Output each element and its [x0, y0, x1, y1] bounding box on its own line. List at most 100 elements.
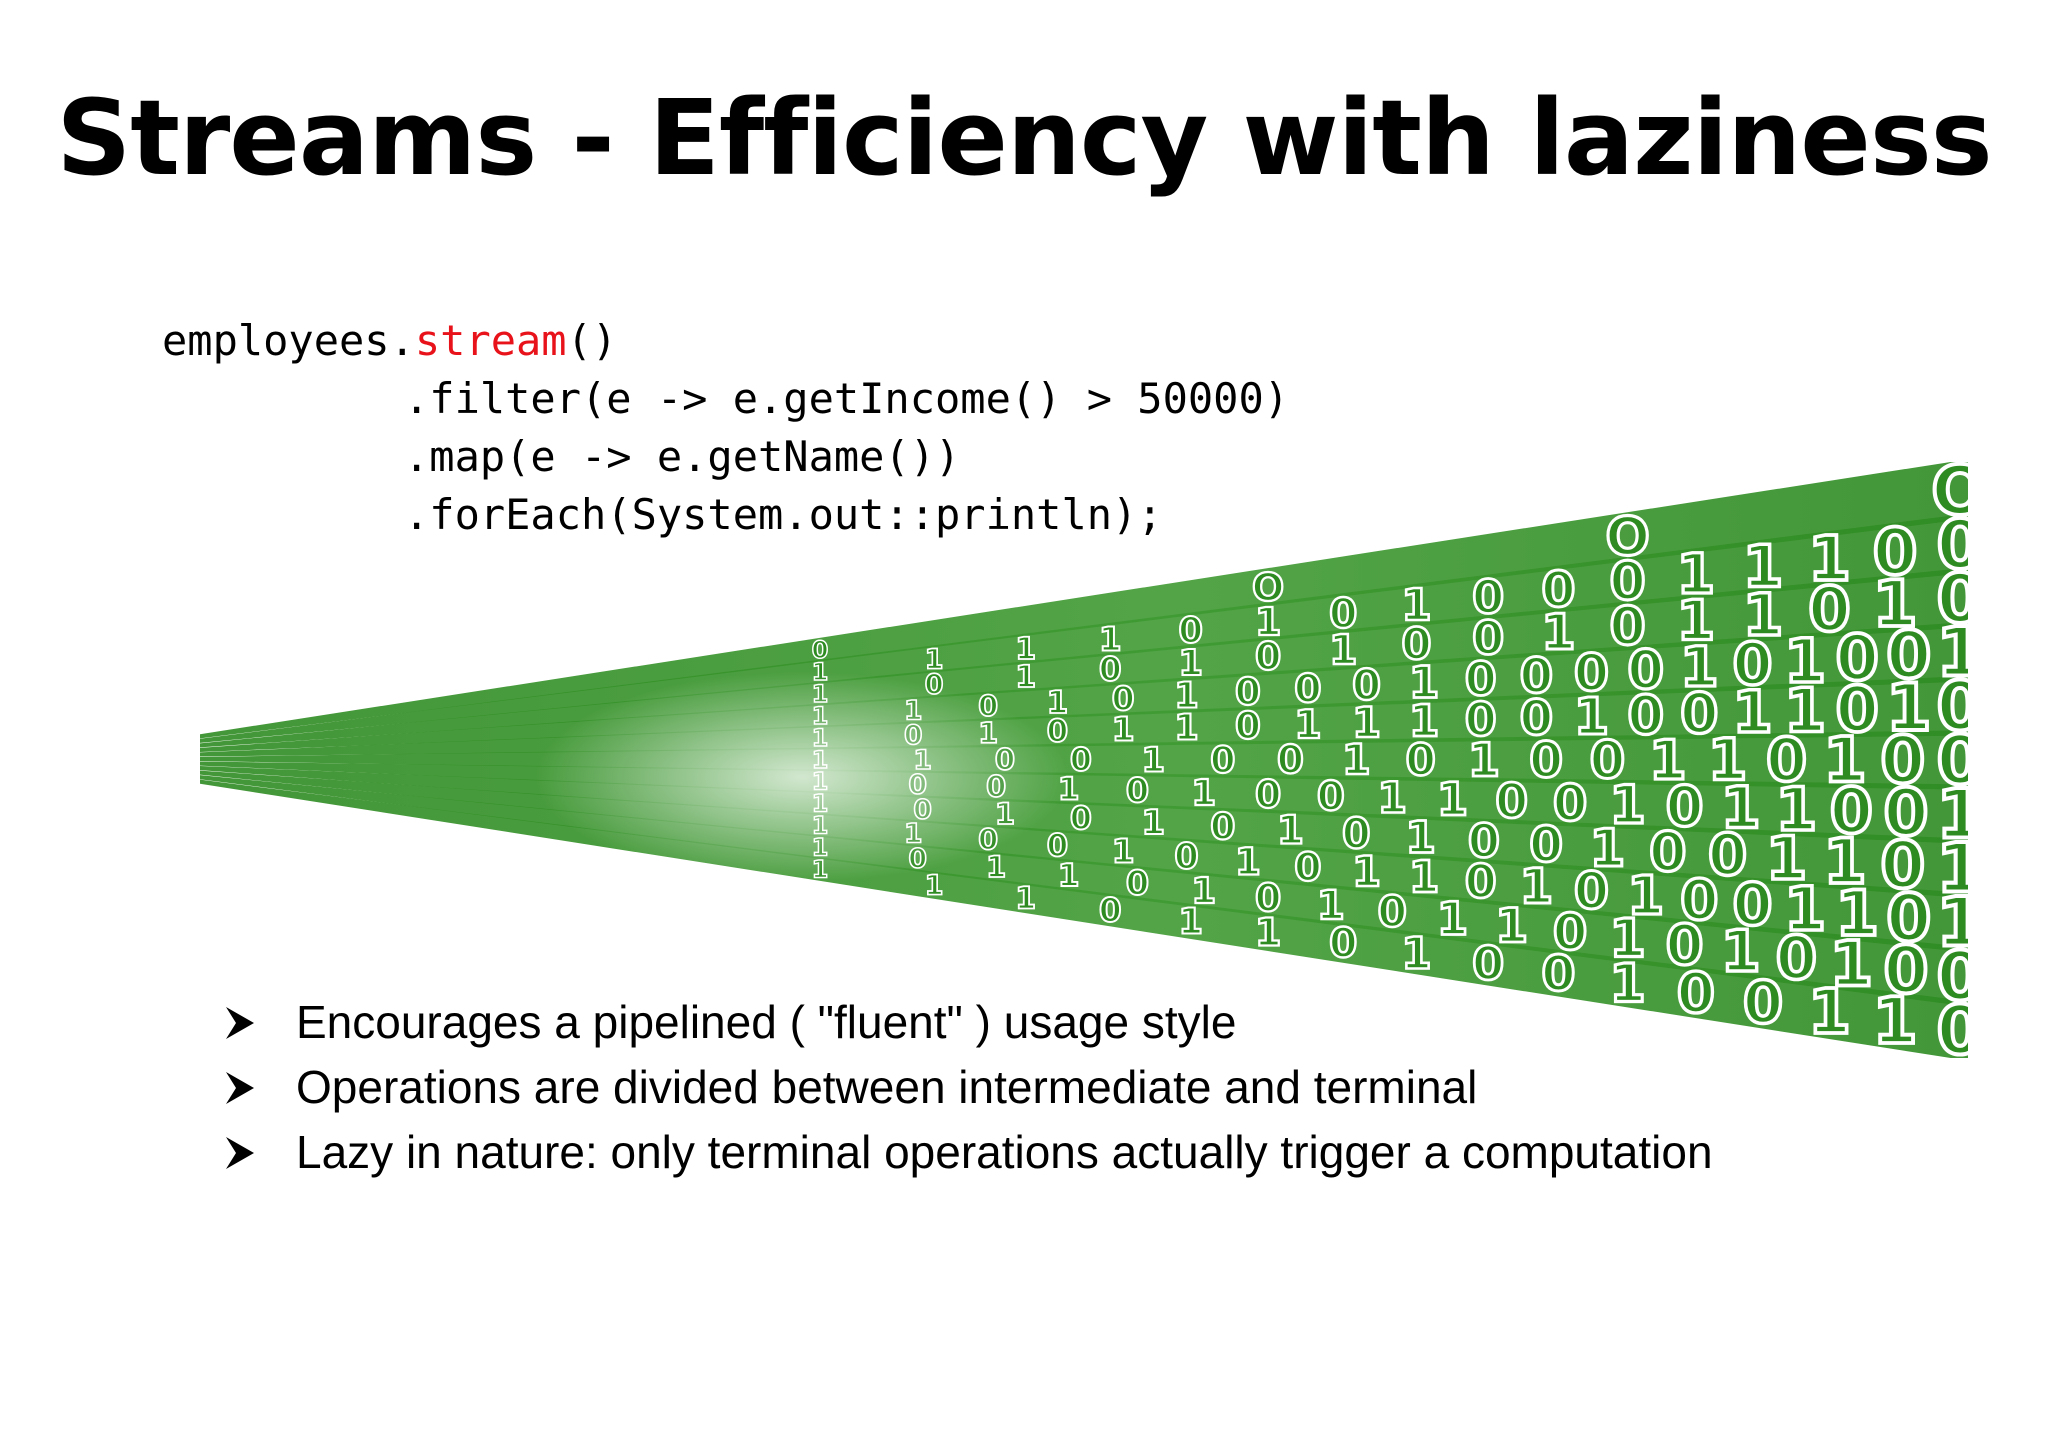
- binary-digit: 0: [1665, 913, 1703, 977]
- binary-digit: 1: [1708, 728, 1747, 794]
- binary-digit: 0: [1529, 732, 1563, 789]
- binary-digit: 0: [1553, 774, 1588, 832]
- binary-digit: 0: [1665, 774, 1703, 838]
- bullet-text: Lazy in nature: only terminal operations…: [296, 1126, 1713, 1178]
- binary-digit: 0: [1342, 810, 1371, 858]
- binary-digit: 0: [1766, 727, 1807, 796]
- binary-digit: 1: [1775, 775, 1817, 845]
- slide-title: Streams - Efficiency with laziness: [56, 77, 1992, 199]
- binary-digit: 0: [1936, 990, 1968, 1058]
- binary-digit: 0: [1880, 724, 1925, 799]
- binary-stream-illustration: 0OOO111101010001110010101010010110101101…: [200, 462, 1968, 1058]
- binary-digit: 0: [1883, 933, 1928, 1008]
- code-stream-method: stream: [414, 316, 567, 365]
- binary-digit: 0: [1886, 619, 1931, 694]
- binary-digit: 0: [1472, 937, 1504, 991]
- binary-digit: 0: [1808, 575, 1851, 646]
- binary-digit: 0: [1329, 919, 1357, 967]
- binary-digit: 0: [1574, 643, 1609, 702]
- binary-digit: 1: [1873, 567, 1918, 642]
- binary-digit: 0: [1732, 630, 1772, 698]
- binary-digit: 0: [1235, 670, 1261, 714]
- binary-digit: O: [1605, 507, 1650, 568]
- binary-digit: 0: [1472, 570, 1504, 624]
- binary-digit: 0: [1405, 735, 1436, 786]
- binary-digit: 0: [1680, 868, 1719, 933]
- binary-digits: 0OOO111101010001110010101010010110101101…: [811, 462, 1968, 1058]
- arrow-bullet-icon: [226, 1071, 254, 1104]
- binary-digit: 0: [1465, 692, 1497, 746]
- binary-digit: 0: [1126, 864, 1149, 903]
- binary-digit: 1: [1294, 702, 1322, 748]
- binary-digit: 0: [1609, 596, 1645, 657]
- binary-digit: 1: [1329, 626, 1357, 674]
- binary-digit: 0: [1873, 515, 1918, 590]
- binary-digit: 1: [1541, 603, 1575, 661]
- binary-digit: O: [1931, 462, 1968, 530]
- binary-digit: 1: [1468, 733, 1500, 787]
- code-snippet: employees.stream().filter(e -> e.getInco…: [162, 312, 1289, 544]
- binary-digit: 0: [1401, 619, 1431, 670]
- binary-digit: 1: [1255, 911, 1282, 955]
- binary-digit: 0: [1553, 903, 1588, 961]
- bullet-item: Operations are divided between intermedi…: [224, 1055, 1713, 1120]
- binary-digit: 0: [1936, 936, 1968, 1015]
- binary-digit: 1: [1520, 859, 1554, 915]
- binary-digit: 0: [1352, 661, 1381, 710]
- binary-digit: 1: [1721, 775, 1761, 842]
- binary-digit: 0: [1743, 968, 1784, 1036]
- binary-digit: 0: [1465, 854, 1497, 908]
- binary-digit: 1: [1835, 877, 1879, 950]
- binary-digit: 1: [1823, 825, 1866, 898]
- binary-digit: 0: [1377, 888, 1407, 938]
- binary-digit: 1: [1743, 533, 1784, 601]
- binary-digit: 1: [1255, 600, 1282, 644]
- binary-digit: 0: [1520, 691, 1554, 747]
- binary-digit: 1: [1830, 927, 1873, 1000]
- binary-digit: 0: [1520, 649, 1554, 705]
- binary-digit: 1: [1589, 819, 1625, 879]
- binary-digit: 1: [1437, 773, 1468, 826]
- binary-digit: 0: [1541, 560, 1575, 618]
- binary-digit: 1: [1099, 621, 1122, 659]
- binary-digit: 1: [1277, 809, 1304, 854]
- binary-digit: 1: [1823, 724, 1866, 797]
- binary-digit: 1: [1377, 774, 1407, 824]
- binary-digit: 1: [1178, 643, 1203, 684]
- binary-digit: 0: [1255, 876, 1282, 920]
- binary-digit: 1: [1732, 678, 1772, 746]
- binary-digit: 1: [1574, 687, 1609, 746]
- bullet-text: Encourages a pipelined ( "fluent" ) usag…: [296, 996, 1237, 1048]
- binary-digit: 0: [1649, 820, 1687, 883]
- binary-digit: 1: [1609, 775, 1645, 836]
- code-line-2: .filter(e -> e.getIncome() > 50000): [162, 370, 1289, 428]
- code-line-4: .forEach(System.out::println);: [162, 486, 1289, 544]
- binary-digit: 0: [1294, 666, 1322, 712]
- binary-digit: 0: [1329, 589, 1357, 637]
- binary-digit: 1: [1808, 977, 1851, 1048]
- binary-digit: 1: [1886, 671, 1931, 746]
- binary-digit: 0: [1277, 738, 1304, 783]
- binary-digit: 0: [1495, 775, 1528, 830]
- binary-digit: 1: [1680, 635, 1719, 700]
- binary-digit: 1: [1936, 883, 1968, 962]
- binary-digit: 0: [1627, 639, 1664, 701]
- binary-digit: 0: [1465, 652, 1497, 706]
- binary-digit: 0: [1294, 844, 1322, 890]
- binary-digit: 1: [1721, 918, 1761, 985]
- binary-digit: 1: [1808, 524, 1851, 595]
- binary-digit: 1: [1784, 676, 1826, 746]
- binary-digit: 1: [1936, 775, 1968, 854]
- binary-digit: 1: [1401, 580, 1431, 631]
- binary-digit: 0: [1677, 962, 1715, 1026]
- binary-digit: 0: [1609, 552, 1645, 613]
- binary-digit: 1: [1235, 840, 1261, 884]
- code-foreach: .forEach(System.out::println);: [404, 490, 1163, 539]
- binary-digit: 1: [1677, 590, 1715, 654]
- binary-digit: 0: [1830, 775, 1873, 848]
- binary-digit: 0: [1255, 772, 1282, 816]
- binary-digit: 0: [1880, 828, 1925, 903]
- binary-digit: 1: [1936, 613, 1968, 692]
- binary-digit: 1: [1784, 875, 1826, 945]
